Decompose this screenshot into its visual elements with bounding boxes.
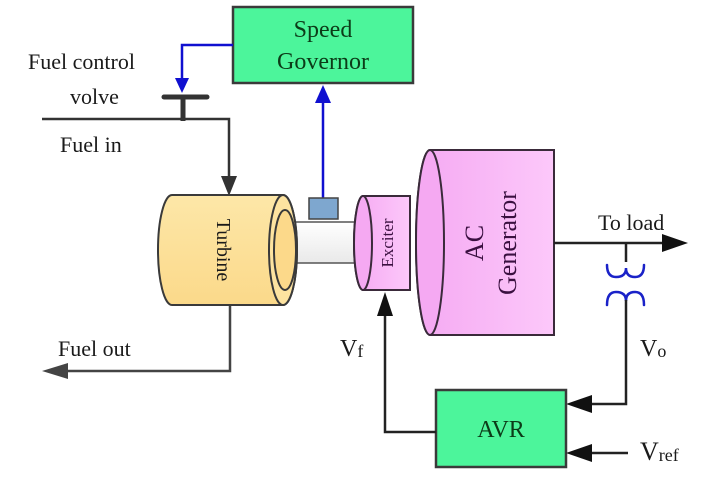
fuel-out-label: Fuel out [58,336,131,361]
to-load-line [554,234,688,252]
vo-label-main: V [640,336,658,362]
speed-sensor-icon [308,197,339,220]
fuel-out-line [42,305,232,379]
arrow-right-icon [662,234,688,252]
shaft [289,221,359,264]
arrow-down-icon [221,176,237,196]
potential-transformer-icon [605,263,646,307]
governor-to-valve-signal [175,43,233,93]
speed-feedback-signal [315,85,331,198]
to-load-label: To load [598,210,664,235]
vo-label-sub: o [657,341,666,361]
vf-label: Vf [340,336,363,362]
exciter-label: Exciter [378,218,397,267]
arrow-down-icon [175,78,189,93]
vo-feedback-line [566,300,628,413]
avr-block: AVR [434,388,568,469]
arrow-left-icon [566,395,592,413]
generator-label-line2: Generator [493,191,522,295]
exciter: Exciter [353,195,411,291]
turbine-label: Turbine [212,219,234,282]
fuel-in-line [42,117,237,196]
speed-governor-block: Speed Governor [231,5,415,85]
vo-label: Vo [640,336,666,362]
generator-label-line1: AC [460,225,489,261]
vref-label: Vref [640,437,679,466]
speed-governor-label-line2: Governor [277,49,369,75]
arrow-up-icon [377,292,393,316]
vref-label-sub: ref [659,445,679,465]
vref-label-main: V [640,437,659,466]
arrow-up-icon [315,85,331,103]
arrow-left-icon [42,363,68,379]
fuel-control-valve-icon [161,94,210,121]
fuel-control-valve-label-line1: Fuel control [28,49,135,74]
speed-governor-label-line1: Speed [294,17,353,43]
vf-label-sub: f [357,341,363,361]
vf-label-main: V [340,336,358,362]
fuel-in-label: Fuel in [60,132,122,157]
arrow-left-icon [566,444,592,462]
vref-input-line [566,444,628,462]
turbine: Turbine [157,194,298,306]
avr-label: AVR [477,417,525,443]
fuel-control-valve-label-line2: volve [70,84,119,109]
vf-control-line [377,292,436,434]
ac-generator: AC Generator [415,149,555,336]
